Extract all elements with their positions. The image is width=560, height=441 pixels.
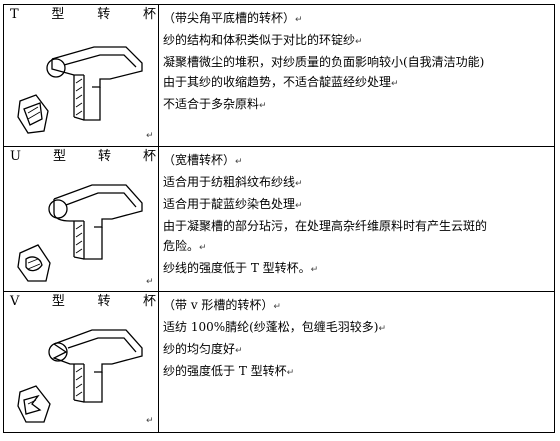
rotor-type-table: T 型 转 杯 (3, 4, 555, 433)
description-line: 由于其纱的收缩趋势，不适合靛蓝经纱处理↵ (163, 75, 399, 89)
description-line: 危险。↵ (163, 239, 207, 253)
type-zhuan: 转 (97, 149, 111, 164)
return-mark: ↵ (146, 131, 154, 141)
description-line: 纱的结构和体积类似于对比的环锭纱↵ (163, 33, 363, 47)
description-line: 纱的强度低于 T 型转杯↵ (163, 364, 295, 378)
type-word: 型 (51, 294, 65, 309)
return-mark: ↵ (146, 277, 154, 287)
type-bei: 杯 (142, 294, 156, 309)
description-lines: （宽槽转杯）↵ 适合用于纺粗斜纹布纱线↵ 适合用于靛蓝纱染色处理↵ 由于凝聚槽的… (163, 150, 550, 280)
table-row: V 型 转 杯 (3, 291, 555, 433)
type-letter: U (10, 149, 21, 164)
description-cell-t: （带尖角平底槽的转杯）↵ 纱的结构和体积类似于对比的环锭纱↵ 凝聚槽微尘的堆积，… (158, 4, 555, 147)
type-heading: T 型 转 杯 (10, 7, 156, 23)
type-bei: 杯 (142, 7, 156, 22)
type-word: 型 (52, 149, 66, 164)
table-row: U 型 转 杯 (3, 146, 555, 292)
v-rotor-diagram (17, 329, 143, 423)
t-rotor-diagram (17, 46, 143, 134)
description-line: 凝聚槽微尘的堆积，对纱质量的负面影响较小(自我清洁功能) (163, 55, 485, 69)
type-cell-u: U 型 转 杯 (3, 146, 159, 292)
type-bei: 杯 (142, 149, 156, 164)
description-line: （带 v 形槽的转杯）↵ (163, 298, 281, 312)
type-letter: T (10, 7, 19, 22)
type-cell-t: T 型 转 杯 (3, 4, 159, 147)
return-mark: ↵ (146, 416, 154, 426)
table-row: T 型 转 杯 (3, 4, 555, 147)
description-line: （宽槽转杯）↵ (163, 153, 243, 167)
type-zhuan: 转 (97, 7, 111, 22)
type-word: 型 (51, 7, 65, 22)
description-cell-u: （宽槽转杯）↵ 适合用于纺粗斜纹布纱线↵ 适合用于靛蓝纱染色处理↵ 由于凝聚槽的… (158, 146, 555, 292)
type-zhuan: 转 (97, 294, 111, 309)
description-line: 适纺 100%腈纶(纱蓬松，包缠毛羽较多)↵ (163, 320, 387, 334)
description-line: 适合用于纺粗斜纹布纱线↵ (163, 175, 303, 189)
description-line: 适合用于靛蓝纱染色处理↵ (163, 197, 303, 211)
description-lines: （带尖角平底槽的转杯）↵ 纱的结构和体积类似于对比的环锭纱↵ 凝聚槽微尘的堆积，… (163, 8, 550, 116)
u-rotor-diagram (17, 184, 143, 282)
description-line: 不适合于多杂原料↵ (163, 97, 267, 111)
description-lines: （带 v 形槽的转杯）↵ 适纺 100%腈纶(纱蓬松，包缠毛羽较多)↵ 纱的均匀… (163, 295, 550, 383)
type-cell-v: V 型 转 杯 (3, 291, 159, 433)
description-line: （带尖角平底槽的转杯）↵ (163, 11, 303, 25)
description-cell-v: （带 v 形槽的转杯）↵ 适纺 100%腈纶(纱蓬松，包缠毛羽较多)↵ 纱的均匀… (158, 291, 555, 433)
type-heading: U 型 转 杯 (10, 149, 156, 165)
description-line: 纱的均匀度好↵ (163, 342, 243, 356)
description-line: 纱线的强度低于 T 型转杯。↵ (163, 261, 319, 275)
type-letter: V (10, 294, 20, 309)
type-heading: V 型 转 杯 (10, 294, 156, 310)
description-line: 由于凝聚槽的部分玷污，在处理高杂纤维原料时有产生云斑的 (163, 219, 488, 233)
